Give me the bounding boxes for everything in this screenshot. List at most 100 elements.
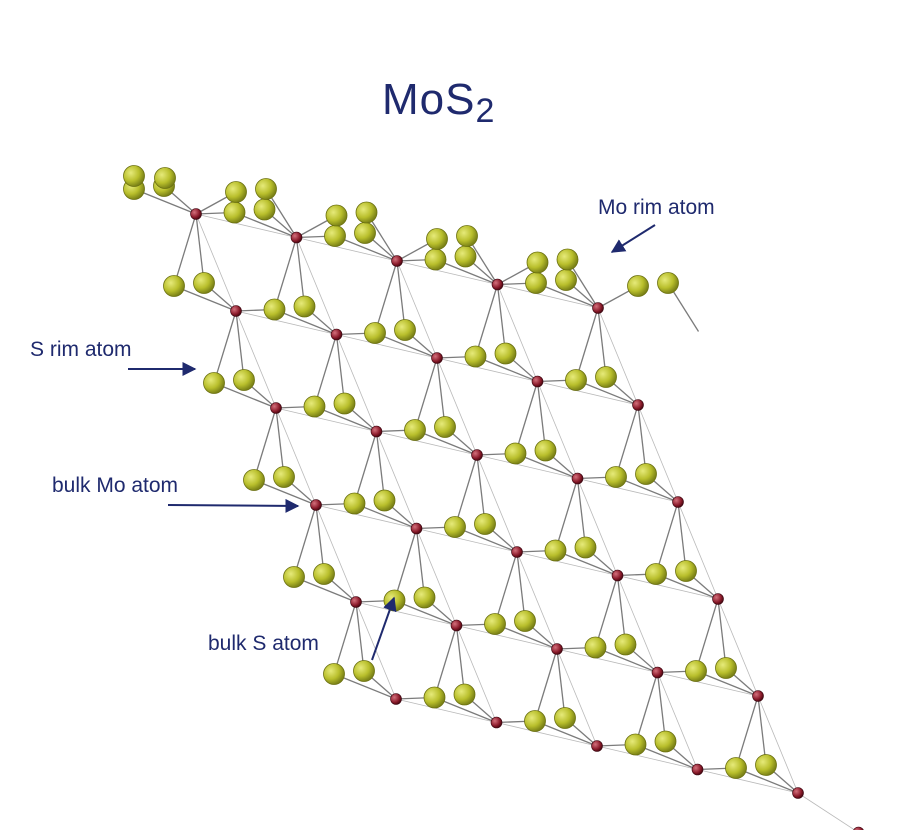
bond-line bbox=[416, 528, 457, 626]
bond-line bbox=[497, 284, 538, 382]
bulk-s-atom-label: bulk S atom bbox=[208, 632, 319, 655]
bond-line bbox=[253, 407, 277, 481]
s-atom bbox=[504, 442, 527, 465]
s-atom bbox=[654, 730, 677, 753]
mo-atom bbox=[471, 449, 483, 461]
bond-line bbox=[537, 381, 639, 406]
s-atom bbox=[355, 201, 378, 224]
bond-line bbox=[436, 357, 446, 428]
s-atom bbox=[526, 251, 549, 274]
mo-rim-atom-label: Mo rim atom bbox=[598, 196, 715, 219]
bond-line bbox=[195, 213, 297, 238]
bond-line bbox=[516, 551, 526, 622]
bond-line bbox=[315, 504, 357, 603]
mo-atom bbox=[391, 255, 403, 267]
s-atom bbox=[225, 181, 247, 203]
bond-line bbox=[454, 454, 478, 528]
s-atom bbox=[454, 245, 477, 268]
bond-line bbox=[635, 743, 698, 771]
mo-atom bbox=[571, 472, 584, 485]
diagram-title: MoS2 bbox=[382, 75, 495, 130]
bond-line bbox=[396, 260, 498, 285]
bond-line bbox=[616, 575, 627, 645]
mo-atom bbox=[592, 302, 604, 314]
bond-line bbox=[515, 452, 578, 480]
mo-atom bbox=[853, 826, 864, 830]
bond-line bbox=[677, 501, 687, 572]
bond-line bbox=[235, 310, 337, 335]
s-atom bbox=[223, 201, 246, 224]
s-atom bbox=[484, 613, 506, 635]
bond-line bbox=[595, 646, 658, 674]
bond-line bbox=[476, 454, 518, 553]
bond-line bbox=[615, 404, 639, 478]
s-atom bbox=[657, 272, 679, 294]
bond-line bbox=[253, 479, 317, 506]
bond-line bbox=[396, 260, 438, 359]
bond-line bbox=[275, 407, 285, 478]
bond-line bbox=[556, 648, 658, 673]
s-atom bbox=[554, 707, 576, 729]
bond-line bbox=[717, 598, 727, 669]
s-atom bbox=[283, 566, 305, 588]
s-atom bbox=[595, 366, 617, 388]
mo-atom bbox=[370, 425, 383, 438]
mo-atom bbox=[691, 763, 704, 776]
s-atom bbox=[324, 225, 346, 247]
s-atom bbox=[364, 322, 386, 344]
s-atom bbox=[614, 633, 637, 656]
bond-line bbox=[353, 431, 378, 504]
bond-line bbox=[336, 334, 438, 359]
bond-line bbox=[514, 381, 539, 454]
s-atom bbox=[456, 225, 478, 247]
s-atom bbox=[584, 636, 607, 659]
bond-line bbox=[617, 575, 658, 673]
bond-line bbox=[296, 237, 337, 335]
bond-line bbox=[695, 598, 719, 672]
bond-line bbox=[637, 404, 679, 503]
s-atom bbox=[313, 563, 335, 585]
bond-line bbox=[375, 431, 386, 501]
bond-line bbox=[415, 528, 426, 598]
bond-line bbox=[637, 404, 647, 475]
title-subscript: 2 bbox=[475, 92, 496, 130]
bond-line bbox=[617, 575, 719, 600]
mo-atom bbox=[511, 546, 523, 558]
bond-line bbox=[416, 528, 518, 553]
s-atom bbox=[755, 754, 777, 776]
bond-line bbox=[597, 307, 639, 406]
mo-atom bbox=[591, 740, 603, 752]
s-atom bbox=[255, 178, 277, 200]
s-atom bbox=[423, 686, 446, 709]
s-atom bbox=[635, 463, 657, 485]
bond-line bbox=[554, 478, 579, 551]
s-atom bbox=[556, 248, 579, 271]
mo-atom bbox=[752, 690, 764, 702]
bond-line bbox=[797, 792, 856, 830]
s-atom bbox=[565, 369, 587, 391]
bond-line bbox=[394, 599, 457, 627]
s-atom bbox=[524, 710, 546, 732]
mo-atom bbox=[270, 402, 282, 414]
bond-line bbox=[336, 334, 377, 432]
bond-line bbox=[534, 720, 598, 747]
mo-atom bbox=[390, 693, 402, 705]
mo-atom bbox=[190, 208, 202, 220]
bond-line bbox=[496, 284, 507, 354]
s-atom bbox=[574, 536, 597, 559]
s-atom bbox=[325, 204, 348, 227]
s-atom bbox=[253, 198, 276, 221]
s-atom bbox=[675, 560, 697, 582]
s-atom bbox=[354, 222, 376, 244]
s-atom bbox=[534, 439, 557, 462]
bond-line bbox=[414, 357, 438, 431]
bond-line bbox=[494, 623, 558, 650]
bond-line bbox=[577, 478, 618, 576]
bond-line bbox=[615, 476, 679, 503]
s-atom bbox=[605, 466, 627, 488]
bond-line bbox=[195, 213, 205, 284]
bond-line bbox=[576, 478, 587, 548]
bond-line bbox=[393, 528, 418, 601]
